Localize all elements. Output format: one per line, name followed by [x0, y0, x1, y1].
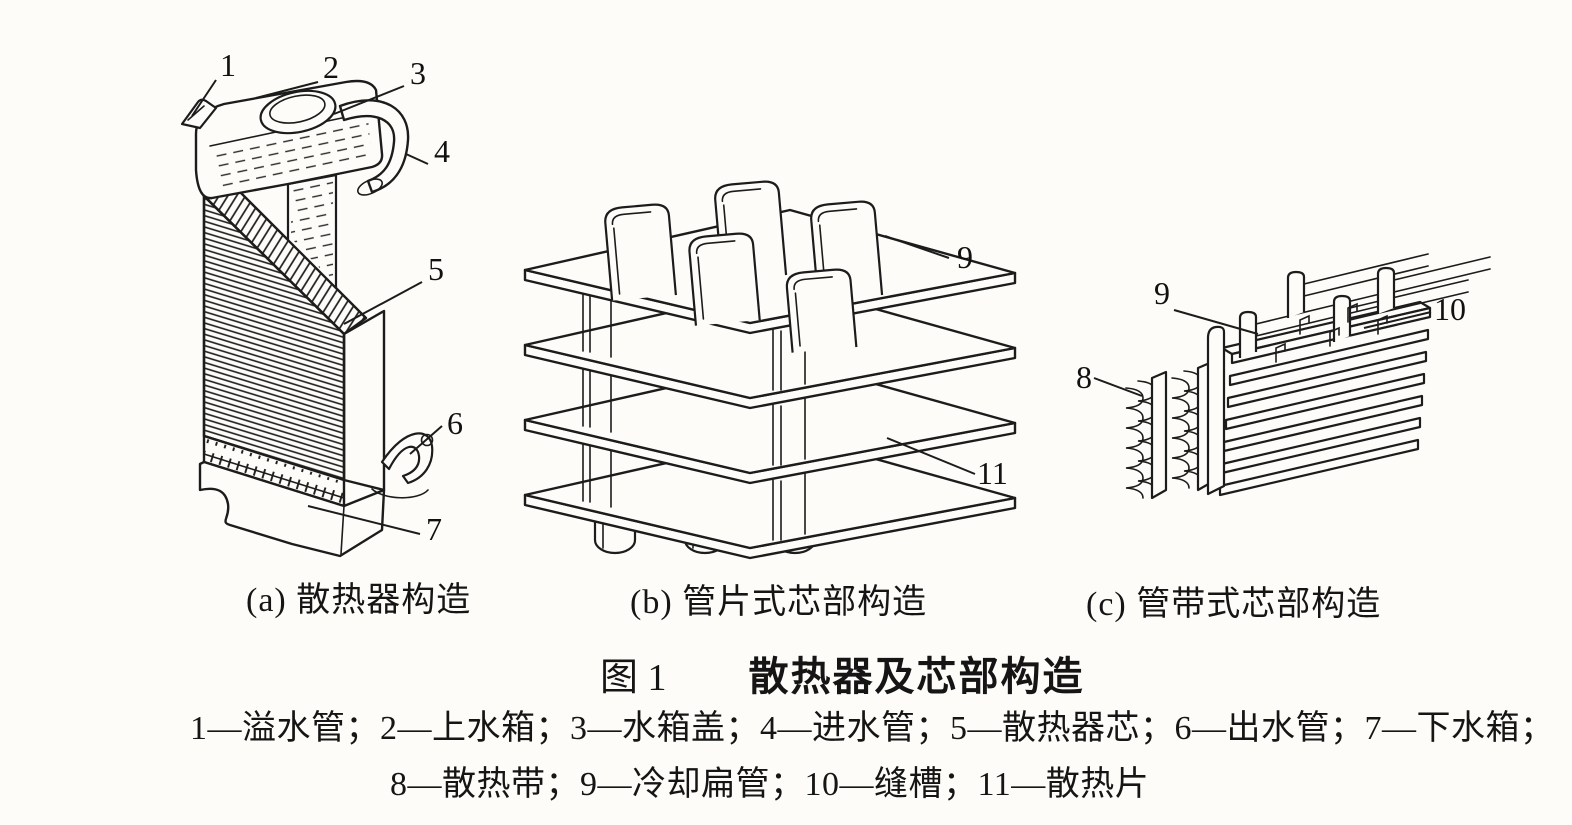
callout-3: 3	[410, 55, 426, 91]
callout-1: 1	[220, 47, 236, 83]
caption-panel-c: (c) 管带式芯部构造	[1086, 586, 1382, 623]
callout-5: 5	[428, 251, 444, 287]
tube-segments	[582, 442, 806, 541]
callout-11: 11	[977, 455, 1008, 491]
legend-line-2: 8—散热带；9—冷却扁管；10—缝槽；11—散热片	[390, 766, 1150, 803]
callout-9c: 9	[1154, 275, 1170, 311]
caption-panel-a: (a) 散热器构造	[246, 582, 472, 619]
front-flat-tubes	[1150, 325, 1226, 500]
tube-fin-core-drawing: 9 11	[523, 180, 1017, 560]
callout-8: 8	[1076, 359, 1092, 395]
radiator-structure-drawing: 1 2 3 4 5 6 7	[180, 47, 463, 558]
flat-tube-stack	[1218, 300, 1432, 497]
inlet-pipe	[338, 99, 410, 196]
callout-4: 4	[434, 133, 450, 169]
callout-2: 2	[323, 49, 339, 85]
figure-title: 图 1 散热器及芯部构造	[600, 644, 1085, 702]
figure-number: 图 1	[600, 657, 667, 699]
tube-segments	[582, 292, 806, 391]
core-right-face	[342, 309, 386, 492]
radiator-core	[202, 194, 346, 482]
panel-b-callouts: 9 11	[884, 235, 1008, 491]
figure-title-text: 散热器及芯部构造	[748, 654, 1085, 699]
callout-7: 7	[426, 511, 442, 547]
tube-band-core-drawing: 8 9 10	[1076, 253, 1491, 500]
panel-a-callouts: 1 2 3 4 5 6 7	[191, 47, 463, 547]
caption-panel-b: (b) 管片式芯部构造	[630, 584, 928, 621]
panel-c-callouts: 8 9 10	[1076, 275, 1466, 397]
filler-cap	[259, 89, 337, 135]
callout-9: 9	[957, 239, 973, 275]
top-tube-tabs	[1238, 253, 1491, 358]
callout-10: 10	[1434, 291, 1466, 327]
tube-segments	[582, 367, 806, 466]
legend-line-1: 1—溢水管；2—上水箱；3—水箱盖；4—进水管；5—散热器芯；6—出水管；7—下…	[190, 710, 1555, 747]
cooling-flat-tubes	[604, 180, 884, 353]
callout-6: 6	[447, 405, 463, 441]
